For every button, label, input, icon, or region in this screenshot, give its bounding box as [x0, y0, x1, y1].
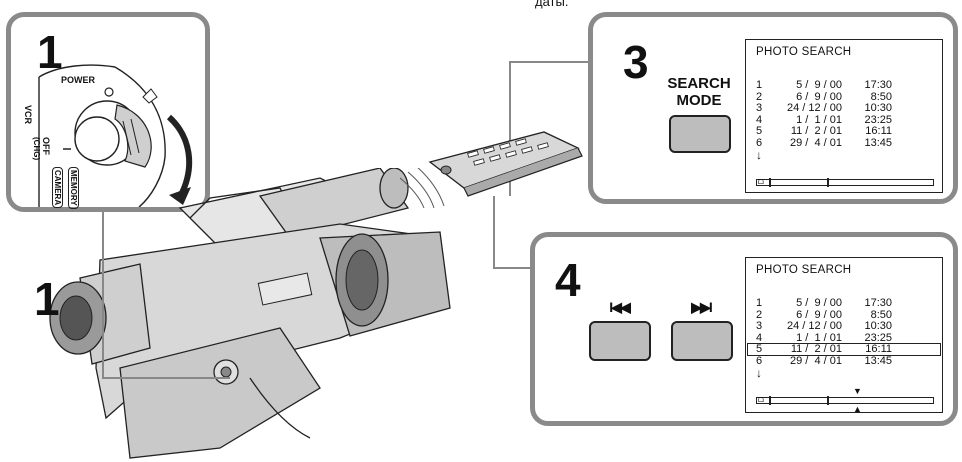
more-down-arrow-icon: ↓	[756, 148, 762, 162]
caption-top: даты.	[535, 0, 569, 9]
search-list-item: 1 5 / 9 / 00 17:30	[756, 298, 892, 309]
row-time: 16:11	[865, 125, 892, 137]
row-index: 3	[756, 320, 763, 332]
next-button-label: ▶▶I	[691, 299, 712, 315]
camcorder-illustration	[49, 168, 451, 459]
search-list-item: 6 29 / 4 / 01 13:45	[756, 136, 892, 149]
remote-control-illustration	[428, 131, 583, 197]
search-list-item: 3 24 / 12 / 00 10:30	[756, 103, 892, 114]
search-mode-label: SEARCH MODE	[667, 75, 731, 109]
step1-callout-number: 1	[34, 273, 60, 325]
photo-search-screen-2: PHOTO SEARCH 1 5 / 9 / 00 17:30 2 6 / 9 / 00 8…	[745, 257, 943, 414]
row-time: 17:30	[864, 297, 892, 309]
row-time: 13:45	[864, 136, 892, 149]
row-date: 11 / 2 / 01	[790, 125, 842, 137]
search-list-item: 3 24 / 12 / 00 10:30	[756, 321, 892, 332]
bar-left-marker	[769, 396, 771, 405]
row-time: 13:45	[864, 354, 892, 367]
row-time: 8:50	[870, 90, 892, 103]
row-date: 6 / 9 / 00	[796, 90, 842, 103]
row-index: 4	[756, 113, 763, 126]
tape-icon: ᗝ	[758, 179, 764, 186]
screen-title: PHOTO SEARCH	[756, 264, 852, 276]
search-list-item: 4 1 / 1 / 01 23:25	[756, 113, 892, 126]
search-list-item: 2 6 / 9 / 00 8:50	[756, 90, 892, 103]
row-time: 17:30	[864, 79, 892, 91]
row-date: 29 / 4 / 01	[790, 136, 842, 149]
row-index: 6	[756, 136, 763, 149]
row-index: 5	[756, 125, 763, 137]
bar-left-marker	[769, 178, 771, 187]
row-time: 23:25	[864, 331, 892, 344]
search-target-up-marker-icon: ▼	[853, 386, 862, 396]
screen-title: PHOTO SEARCH	[756, 46, 852, 58]
search-list-item: 4 1 / 1 / 01 23:25	[756, 331, 892, 344]
row-date: 1 / 1 / 01	[796, 113, 842, 126]
row-time: 23:25	[864, 113, 892, 126]
photo-search-screen-1: PHOTO SEARCH 1 5 / 9 / 00 17:30 2 6 / 9 / 00 8…	[745, 39, 943, 193]
row-date: 5 / 9 / 00	[796, 79, 842, 91]
row-index: 1	[756, 79, 763, 91]
dial-label-power: POWER	[61, 75, 96, 85]
row-index: 6	[756, 354, 763, 367]
search-list-item-selected: 5 11 / 2 / 01 16:11	[747, 343, 941, 356]
prev-index-button[interactable]	[589, 321, 651, 361]
bar-current-marker	[827, 396, 829, 405]
row-index: 4	[756, 331, 763, 344]
next-index-button[interactable]	[671, 321, 733, 361]
prev-button-label: I◀◀	[609, 299, 630, 315]
row-date: 5 / 9 / 00	[796, 297, 842, 309]
row-time: 10:30	[864, 102, 892, 114]
more-down-arrow-icon: ↓	[756, 366, 762, 380]
row-index: 3	[756, 102, 763, 114]
row-date: 29 / 4 / 01	[790, 354, 842, 367]
step1-number: 1	[37, 26, 63, 78]
search-list-item: 5 11 / 2 / 01 16:11	[756, 126, 892, 137]
search-list-item: 1 5 / 9 / 00 17:30	[756, 80, 892, 91]
tape-icon: ᗝ	[758, 397, 764, 404]
row-index: 2	[756, 90, 763, 103]
power-dial-illustration	[38, 64, 193, 207]
step4-panel: 4 I◀◀ ▶▶I PHOTO SEARCH 1 5 / 9 / 00 17:30 2 6…	[530, 232, 958, 426]
tape-position-bar: ᗝ	[756, 396, 934, 405]
search-mode-button[interactable]	[669, 115, 731, 153]
step1-panel: 1 POWER VCR OFF (CHG) CAMERA MEMORY	[6, 12, 210, 212]
step3-panel: 3 SEARCH MODE PHOTO SEARCH 1 5 / 9 / 00 17:…	[588, 12, 958, 204]
row-index: 5	[756, 343, 763, 355]
row-index: 1	[756, 297, 763, 309]
row-date: 24 / 12 / 00	[786, 102, 842, 114]
row-index: 2	[756, 308, 763, 321]
row-date: 24 / 12 / 00	[786, 320, 842, 332]
bar-current-marker	[827, 178, 829, 187]
search-list-item: 2 6 / 9 / 00 8:50	[756, 308, 892, 321]
row-date: 1 / 1 / 01	[796, 331, 842, 344]
search-target-down-marker-icon: ▲	[853, 404, 862, 414]
step3-number: 3	[623, 36, 649, 88]
row-time: 8:50	[870, 308, 892, 321]
row-time: 16:11	[865, 343, 892, 355]
row-date: 6 / 9 / 00	[796, 308, 842, 321]
row-date: 11 / 2 / 01	[790, 343, 842, 355]
step4-number: 4	[555, 254, 581, 306]
row-time: 10:30	[864, 320, 892, 332]
tape-position-bar: ᗝ	[756, 178, 934, 187]
search-list-item: 6 29 / 4 / 01 13:45	[756, 354, 892, 367]
